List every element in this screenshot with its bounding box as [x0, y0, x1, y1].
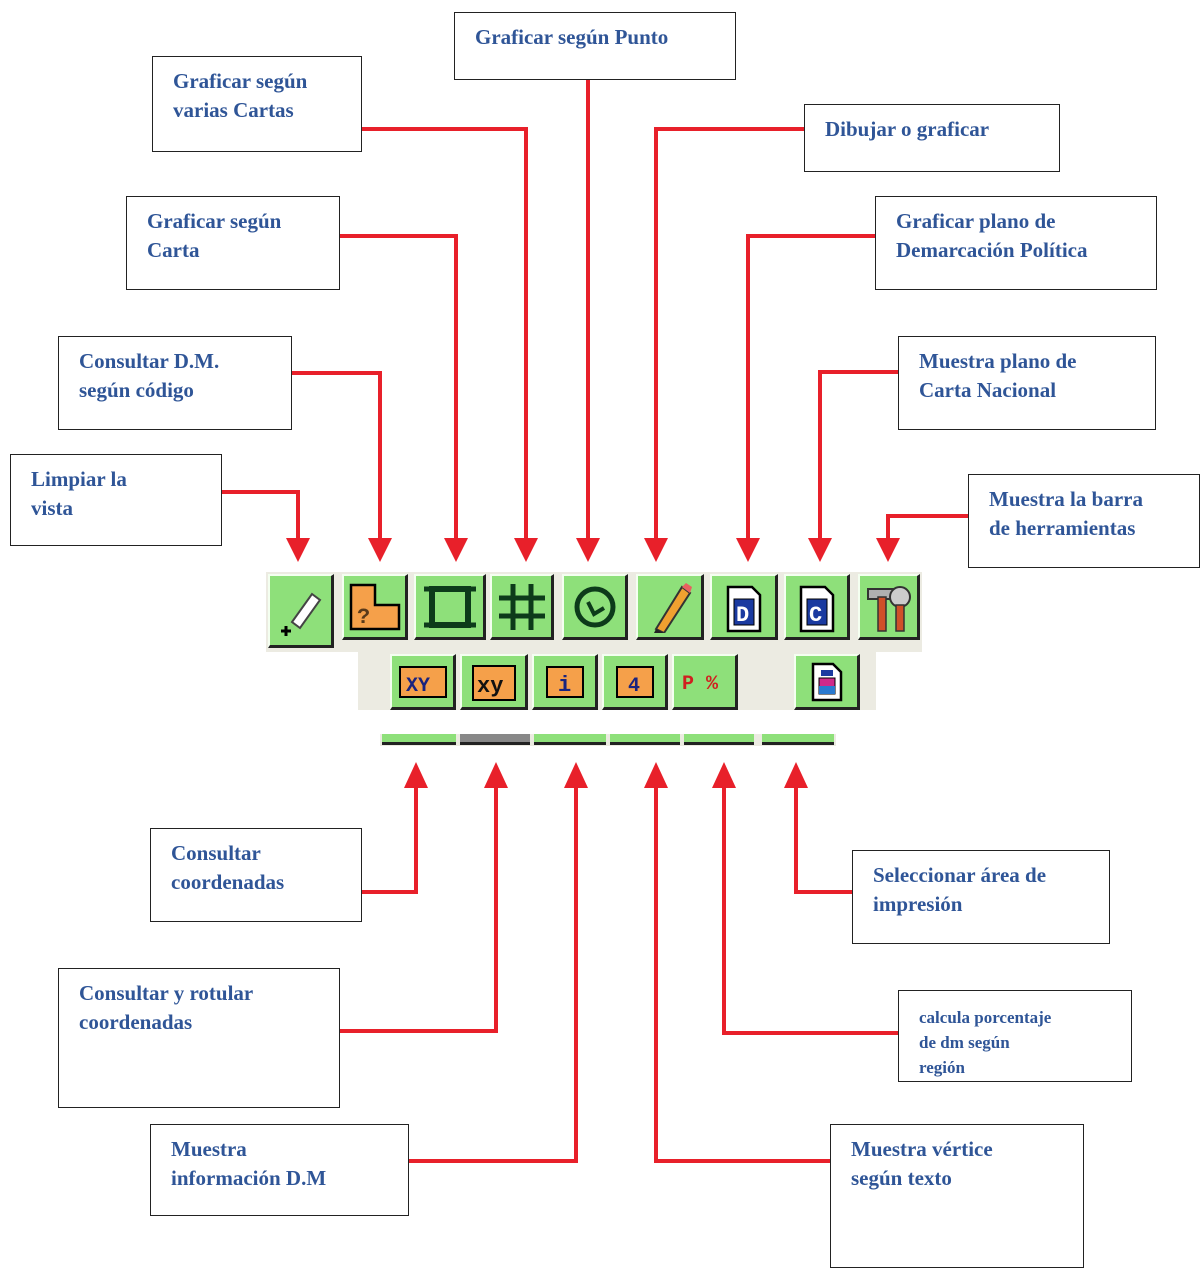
callout-muestra-informacion: Muestra información D.M: [150, 1124, 409, 1216]
callout-rotular-coordenadas: Consultar y rotular coordenadas: [58, 968, 340, 1108]
coordinates-icon: XY: [398, 665, 447, 698]
arrow-dibujar: [654, 127, 806, 542]
arrowhead: [286, 538, 310, 562]
callout-calcula-porcentaje: calcula porcentaje de dm según región: [898, 990, 1132, 1082]
callout-graficar-varias-cartas: Graficar según varias Cartas: [152, 56, 362, 152]
callout-dibujar: Dibujar o graficar: [804, 104, 1060, 172]
arrowhead: [576, 538, 600, 562]
arrow-demarcacion: [746, 234, 877, 542]
vertex-icon: 4: [615, 665, 654, 698]
arrowhead: [644, 762, 668, 788]
info-button[interactable]: i: [532, 654, 598, 710]
svg-text:D: D: [736, 603, 749, 628]
arrowhead: [444, 538, 468, 562]
info-icon: i: [545, 665, 584, 698]
callout-muestra-vertice: Muestra vértice según texto: [830, 1124, 1084, 1268]
plot-multiple-charts-icon: [498, 583, 545, 630]
callout-demarcacion-politica: Graficar plano de Demarcación Política: [875, 196, 1157, 290]
arrow-varias: [360, 127, 528, 542]
cropped-button: [382, 734, 456, 745]
political-plan-button[interactable]: D: [710, 574, 778, 640]
callout-graficar-carta: Graficar según Carta: [126, 196, 340, 290]
arrow-carta-nacional: [818, 370, 900, 542]
national-chart-button[interactable]: C: [784, 574, 850, 640]
toolbar-toggle-button[interactable]: [858, 574, 920, 640]
cropped-button: [460, 734, 530, 745]
query-dm-icon: ?: [349, 583, 400, 630]
callout-graficar-punto: Graficar según Punto: [454, 12, 736, 80]
label-coordinates-icon: xy: [471, 664, 516, 701]
arrowhead: [784, 762, 808, 788]
coordinates-button[interactable]: XY: [390, 654, 456, 710]
percent-icon: P %: [682, 673, 719, 696]
arrow-seleccionar: [794, 783, 854, 894]
callout-seleccionar-area: Seleccionar área de impresión: [852, 850, 1110, 944]
percent-button[interactable]: P %: [672, 654, 738, 710]
svg-text:P %: P %: [682, 673, 719, 696]
arrowhead: [564, 762, 588, 788]
cropped-button: [762, 734, 834, 745]
svg-text:C: C: [809, 603, 822, 628]
plot-point-icon: [574, 586, 615, 627]
cropped-button: [684, 734, 754, 745]
arrowhead: [876, 538, 900, 562]
arrowhead: [484, 762, 508, 788]
query-dm-button[interactable]: ?: [342, 574, 408, 640]
vertex-button[interactable]: 4: [602, 654, 668, 710]
arrow-limpiar: [220, 490, 300, 542]
arrowhead: [368, 538, 392, 562]
callout-carta-nacional: Muestra plano de Carta Nacional: [898, 336, 1156, 430]
cropped-button: [610, 734, 680, 745]
draw-icon: [653, 582, 692, 633]
label-coordinates-button[interactable]: xy: [460, 654, 528, 710]
plot-chart-icon: [423, 585, 476, 628]
clear-view-icon: [280, 592, 321, 636]
print-area-button[interactable]: [794, 654, 860, 710]
svg-text:xy: xy: [477, 674, 503, 699]
callout-consultar-coordenadas: Consultar coordenadas: [150, 828, 362, 922]
draw-button[interactable]: [636, 574, 704, 640]
political-plan-icon: D: [726, 585, 761, 632]
plot-point-button[interactable]: [562, 574, 628, 640]
arrowhead: [736, 538, 760, 562]
arrow-consultar-dm: [290, 371, 382, 542]
national-chart-icon: C: [799, 585, 834, 632]
callout-barra-herramientas: Muestra la barra de herramientas: [968, 474, 1200, 568]
svg-text:i: i: [558, 673, 571, 698]
callout-limpiar-vista: Limpiar la vista: [10, 454, 222, 546]
arrow-carta: [338, 234, 458, 542]
plot-chart-button[interactable]: [414, 574, 486, 640]
arrowhead: [404, 762, 428, 788]
toolbar-toggle-icon: [866, 585, 911, 632]
arrowhead: [514, 538, 538, 562]
svg-text:4: 4: [628, 675, 640, 698]
arrow-barra: [886, 514, 970, 542]
plot-multiple-charts-button[interactable]: [490, 574, 554, 640]
arrowhead: [644, 538, 668, 562]
arrow-rotular: [338, 783, 498, 1033]
svg-text:?: ?: [357, 605, 370, 630]
arrowhead: [712, 762, 736, 788]
arrow-coordenadas: [360, 783, 418, 894]
arrow-vertice: [654, 783, 832, 1163]
arrowhead: [808, 538, 832, 562]
clear-view-button[interactable]: [268, 574, 334, 648]
arrow-porcentaje: [722, 783, 900, 1035]
cropped-button: [534, 734, 606, 745]
arrow-informacion: [407, 783, 578, 1163]
callout-consultar-dm: Consultar D.M. según código: [58, 336, 292, 430]
print-area-icon: [811, 662, 842, 701]
svg-text:XY: XY: [406, 675, 430, 698]
